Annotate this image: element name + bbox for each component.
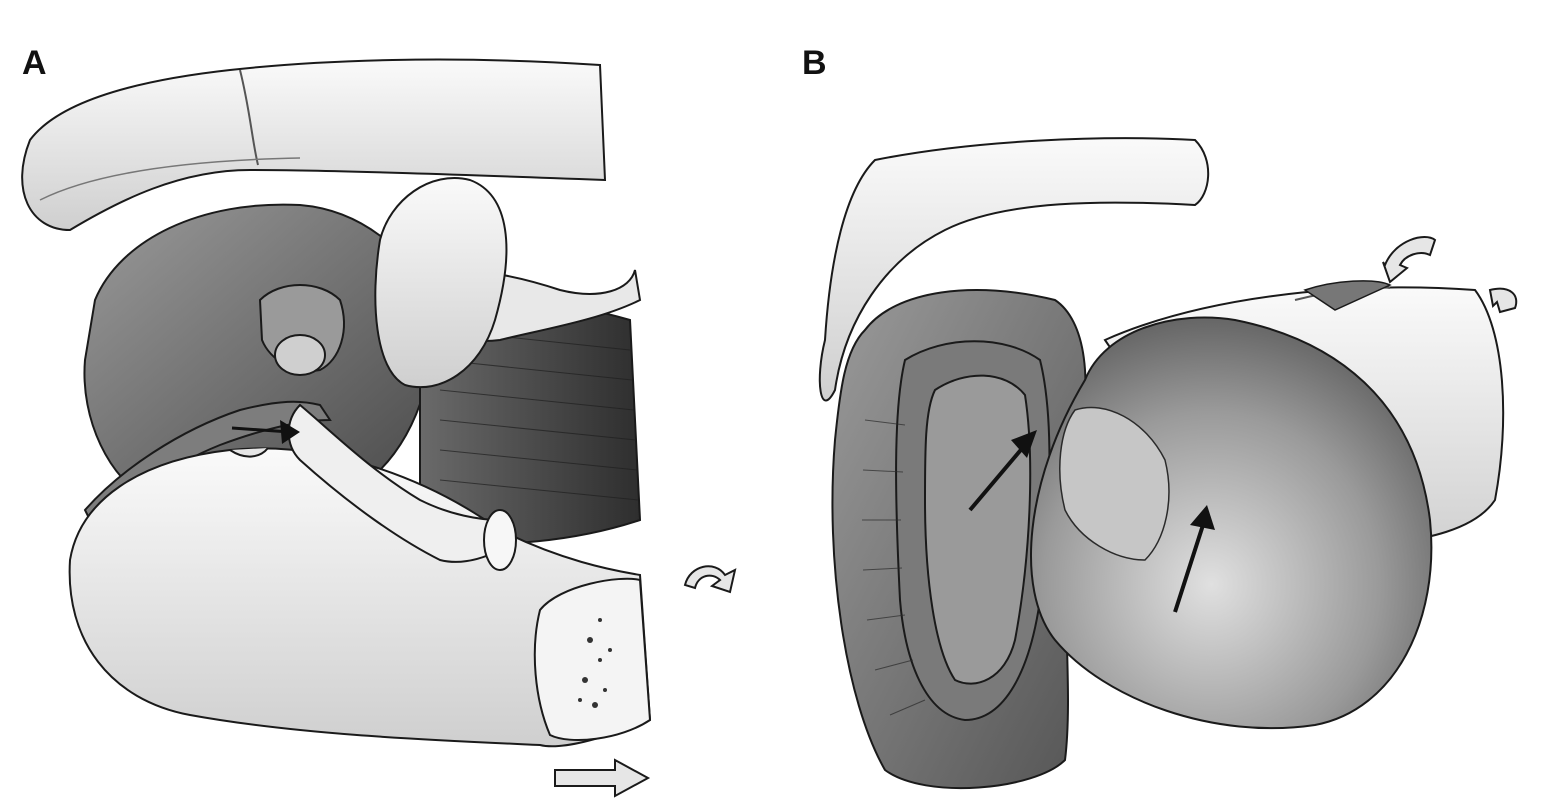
panel-a: A <box>21 44 737 798</box>
tendon-cut-end-a <box>483 509 517 571</box>
rotation-arrow-b-2 <box>1488 287 1518 314</box>
black-arrow-b-1 <box>968 430 1037 512</box>
black-arrow-a <box>231 420 300 444</box>
panel-label-b: B <box>802 44 827 82</box>
acromion-b <box>818 137 1210 402</box>
biceps-tendon-a <box>287 403 501 563</box>
rotation-arrow-a <box>683 565 737 594</box>
panel-b-illustration <box>818 137 1518 790</box>
panel-label-a: A <box>22 44 47 82</box>
humerus-cut-end-a <box>533 577 652 741</box>
coracoid-a <box>374 177 508 389</box>
panel-b: B <box>775 0 1549 811</box>
tendon-stub-b <box>1303 280 1392 311</box>
acromion-a <box>21 58 607 232</box>
rotation-arrow-b-1 <box>1382 236 1437 284</box>
glenoid-fossa-b <box>923 374 1032 685</box>
panel-a-illustration <box>21 58 737 798</box>
black-arrow-b-2 <box>1173 505 1215 613</box>
translation-arrow-a <box>554 758 651 798</box>
curved-arrow-small-a <box>229 447 269 458</box>
head-defect-b <box>1059 406 1170 561</box>
tendon-loop-a <box>274 334 326 376</box>
